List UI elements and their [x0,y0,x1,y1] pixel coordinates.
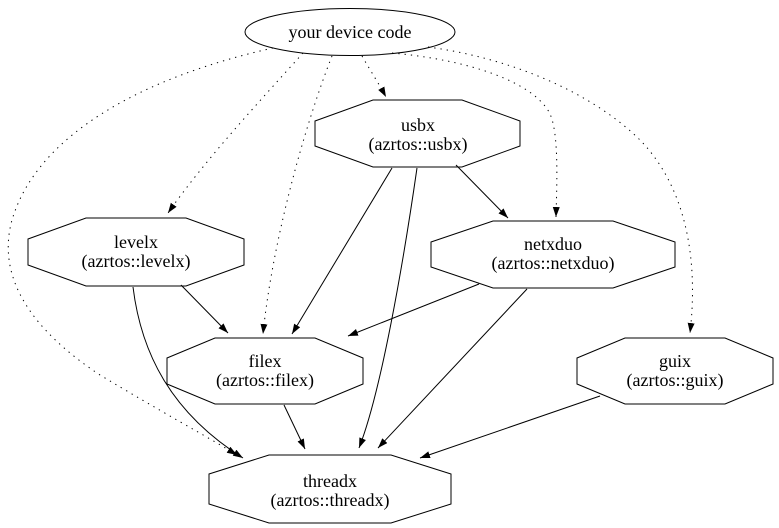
node-levelx: levelx (azrtos::levelx) [27,217,245,287]
threadx-sublabel: (azrtos::threadx) [271,490,390,511]
netxduo-shape [430,220,676,289]
edge-levelx-to-filex [180,284,229,334]
edge-usbx-to-netxduo [455,164,509,219]
node-guix: guix (azrtos::guix) [576,337,774,405]
edge-usbx-to-filex [291,167,393,335]
edge-your-device-code-to-threadx [7,47,274,456]
edge-netxduo-to-threadx [377,288,528,449]
usbx-label: usbx [401,115,435,135]
edge-netxduo-to-filex [347,283,480,337]
node-netxduo: netxduo (azrtos::netxduo) [430,220,676,289]
node-your-device-code: your device code [244,8,456,56]
filex-label: filex [249,351,282,371]
your-device-code-label: your device code [289,22,412,42]
edge-your-device-code-to-guix [427,46,695,334]
guix-shape [576,337,774,405]
edge-your-device-code-to-levelx [167,52,304,214]
your-device-code-shape [244,8,456,56]
edge-usbx-to-threadx [358,167,418,449]
edge-your-device-code-to-filex [260,55,333,335]
node-threadx: threadx (azrtos::threadx) [208,454,452,524]
edges [7,46,695,459]
edge-your-device-code-to-usbx [361,55,387,98]
netxduo-label: netxduo [524,234,582,254]
edge-guix-to-threadx [419,395,601,459]
levelx-shape [27,217,245,287]
threadx-shape [208,454,452,524]
guix-sublabel: (azrtos::guix) [627,370,724,391]
filex-shape [166,337,364,405]
edge-filex-to-threadx [283,404,306,450]
filex-sublabel: (azrtos::filex) [216,370,314,391]
edge-levelx-to-threadx [132,286,244,459]
netxduo-sublabel: (azrtos::netxduo) [492,253,615,274]
node-filex: filex (azrtos::filex) [166,337,364,405]
guix-label: guix [659,351,691,371]
levelx-label: levelx [114,232,158,252]
levelx-sublabel: (azrtos::levelx) [82,251,191,272]
threadx-label: threadx [303,471,357,491]
node-usbx: usbx (azrtos::usbx) [314,99,521,168]
usbx-shape [314,99,521,168]
usbx-sublabel: (azrtos::usbx) [369,134,468,155]
